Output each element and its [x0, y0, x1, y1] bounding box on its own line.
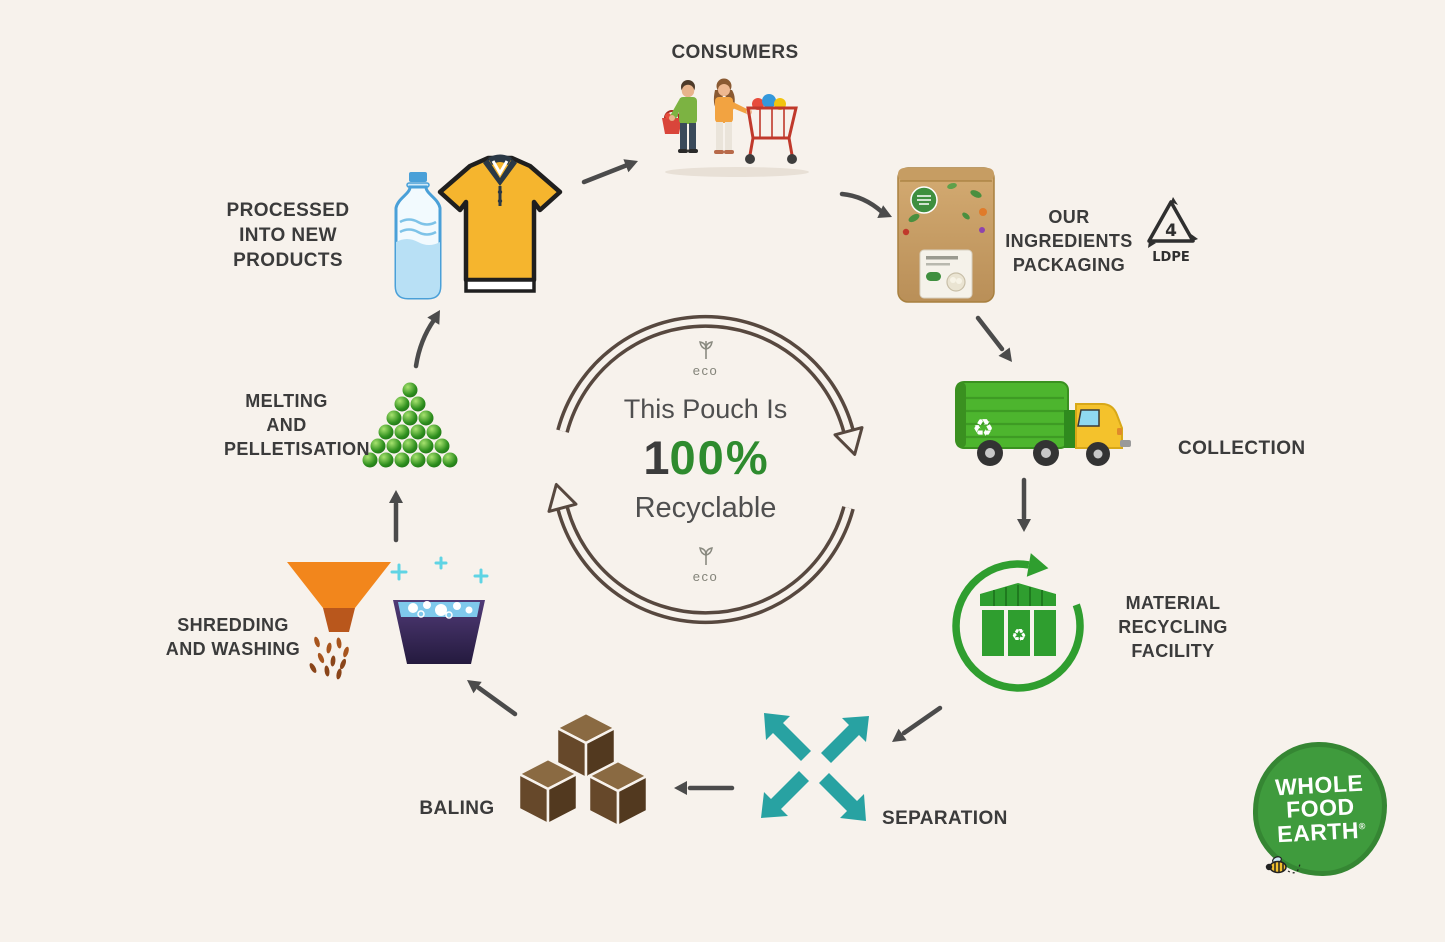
whole-food-earth-logo: WHOLE FOOD EARTH® [1253, 742, 1387, 876]
arrow-packaging-to-collection [975, 315, 1012, 362]
label-shredding: SHREDDING AND WASHING [163, 614, 303, 662]
eco-badge-bottom: eco [538, 546, 873, 584]
washing-basin-icon [390, 556, 489, 664]
arrow-processed-to-consumers [581, 159, 638, 185]
cycle-arrows-icon [547, 314, 864, 625]
label-processed: PROCESSED INTO NEW PRODUCTS [193, 198, 383, 273]
center-cycle: eco This Pouch Is 100% Recyclable eco [538, 302, 873, 637]
arrow-consumers-to-packaging [839, 191, 892, 218]
label-shredding-line2: AND WASHING [165, 638, 301, 659]
arrow-baling-to-shredding [467, 680, 518, 717]
arrow-mrf-to-separation [892, 705, 943, 742]
eco-leaf-icon [698, 341, 713, 359]
label-baling: BALING [419, 798, 495, 819]
separation-icon [761, 713, 869, 821]
label-melting: MELTING AND PELLETISATION [224, 390, 370, 461]
percent-sign: % [725, 431, 768, 484]
tshirt-icon [437, 154, 563, 293]
label-mrf-line1: MATERIAL [1125, 593, 1221, 613]
label-consumers: CONSUMERS [671, 42, 799, 63]
eco-badge-top: eco [538, 340, 873, 378]
mrf-recycle-symbol-icon: ♻ [1011, 626, 1026, 646]
label-packaging-line1: OUR INGREDIENTS [1005, 207, 1133, 251]
ldpe-recycling-code-icon: 4 LDPE [1147, 197, 1198, 265]
center-line-1: This Pouch Is [623, 394, 788, 424]
garbage-truck-icon: ♻ [955, 381, 1131, 466]
shredder-funnel-icon [287, 562, 391, 680]
label-melting-line3: PELLETISATION [224, 438, 370, 459]
label-packaging: OUR INGREDIENTS PACKAGING [993, 206, 1145, 277]
percent-digit-1: 1 [643, 431, 670, 484]
label-separation: SEPARATION [882, 808, 1008, 829]
label-mrf-line2: RECYCLING [1118, 616, 1228, 637]
percent-digits-00: 00 [669, 431, 726, 484]
label-mrf: MATERIAL RECYCLING FACILITY [1118, 592, 1228, 663]
center-percent: 100% [538, 430, 873, 485]
logo-text: WHOLE FOOD EARTH® [1274, 770, 1366, 847]
registered-mark: ® [1357, 820, 1366, 832]
arrow-melting-to-processed [413, 310, 440, 369]
label-processed-line2: INTO NEW PRODUCTS [233, 225, 343, 272]
water-bottle-icon [394, 172, 442, 300]
ldpe-code: LDPE [1152, 250, 1189, 265]
eco-label-bottom: eco [692, 569, 719, 584]
material-recycling-facility-icon: ♻ [952, 553, 1084, 692]
eco-label-top: eco [692, 363, 719, 378]
consumers-illustration-icon [662, 78, 809, 177]
ldpe-number: 4 [1165, 221, 1177, 241]
baling-cubes-icon [517, 711, 649, 828]
eco-leaf-icon [698, 547, 713, 565]
truck-recycle-symbol-icon: ♻ [972, 414, 994, 442]
center-line-3: Recyclable [634, 492, 777, 524]
pouch-icon [897, 167, 995, 303]
arrow-washing-to-melting [389, 490, 403, 543]
label-mrf-line3: FACILITY [1131, 640, 1215, 661]
label-processed-line1: PROCESSED [226, 200, 350, 221]
label-melting-line2: AND [266, 414, 307, 435]
pellets-pyramid-icon [362, 382, 458, 468]
arrow-collection-to-mrf [1017, 477, 1031, 532]
label-collection: COLLECTION [1178, 438, 1306, 459]
arrow-separation-to-baling [674, 781, 735, 795]
label-melting-line1: MELTING [245, 391, 328, 411]
label-shredding-line1: SHREDDING [177, 615, 289, 635]
logo-line3: EARTH® [1276, 816, 1366, 847]
label-packaging-line2: PACKAGING [1012, 254, 1126, 275]
bee-icon [1265, 856, 1301, 874]
